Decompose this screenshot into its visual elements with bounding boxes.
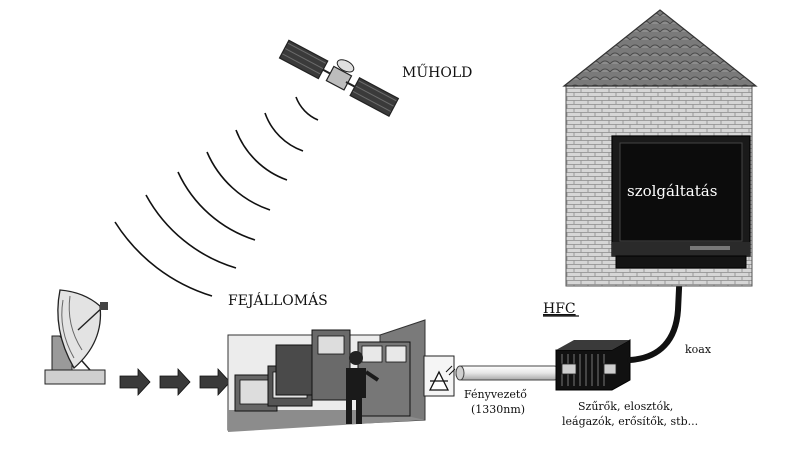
coax-cable-icon — [627, 265, 683, 363]
node-components-label-2: leágazók, erősítők, stb... — [562, 415, 698, 428]
satellite-icon — [278, 39, 400, 117]
arrow-right — [119, 367, 151, 397]
signal-wave — [206, 151, 271, 211]
arrow-right — [159, 367, 191, 397]
signal-wave — [145, 194, 237, 269]
signal-wave-icon — [114, 96, 319, 297]
hfc-node-icon — [555, 339, 631, 391]
optical-transmitter-icon — [423, 355, 456, 397]
signal-wave — [295, 96, 319, 121]
headend-label: FEJÁLLOMÁS — [228, 291, 328, 309]
signal-wave — [177, 171, 256, 241]
signal-wave — [235, 129, 288, 181]
signal-wave — [264, 112, 304, 152]
signal-wave — [114, 221, 213, 297]
service-label: szolgáltatás — [627, 182, 717, 200]
arrow-right — [199, 367, 231, 397]
headend-room-icon — [227, 319, 426, 432]
fiber-wavelength-label: (1330nm) — [471, 403, 525, 416]
node-components-label-1: Szűrők, elosztók, — [578, 400, 673, 413]
coax-label: koax — [685, 343, 712, 356]
dish-antenna-icon — [44, 289, 108, 385]
television-icon — [611, 135, 751, 269]
arrow-right-icon — [119, 367, 231, 397]
hfc-label: HFC — [543, 301, 576, 317]
satellite-label: MŰHOLD — [402, 63, 472, 81]
fiber-cable-icon — [455, 365, 561, 381]
fiber-label: Fényvezető — [464, 388, 527, 401]
